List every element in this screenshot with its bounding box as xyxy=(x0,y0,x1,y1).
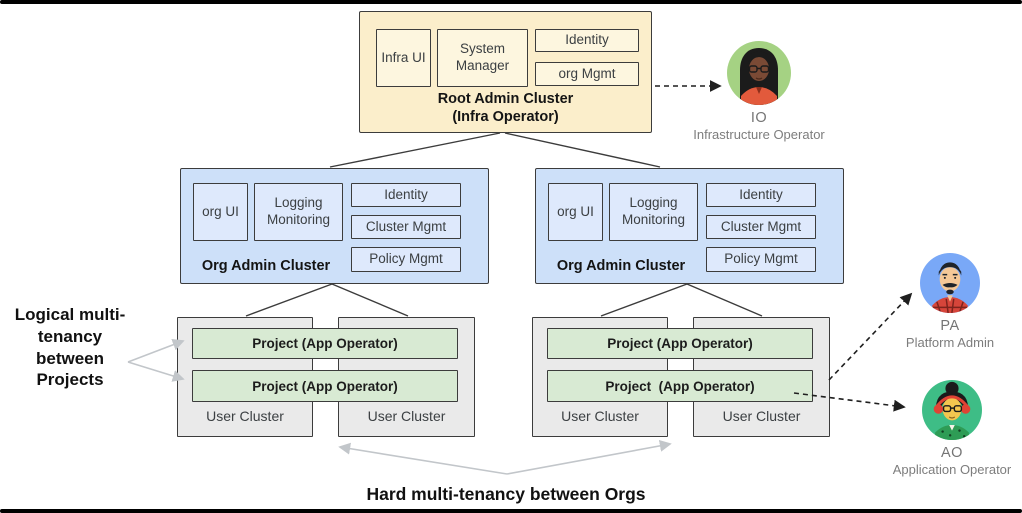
component-org-mgmt: org Mgmt xyxy=(535,62,639,86)
org-cluster-label: Org Admin Cluster xyxy=(201,257,331,274)
line-orgleft-to-user2 xyxy=(331,283,409,317)
component-identity: Identity xyxy=(535,29,639,52)
root-cluster-label-line2: (Infra Operator) xyxy=(452,108,559,125)
project-bar: Project (App Operator) xyxy=(192,328,458,359)
persona-application-operator: AO Application Operator xyxy=(862,380,1022,477)
ao-avatar-icon xyxy=(922,380,982,440)
pa-avatar-icon xyxy=(920,253,980,313)
arrow-label-to-project1 xyxy=(127,339,185,363)
persona-initials: IO xyxy=(750,110,768,126)
component-cluster-mgmt: Cluster Mgmt xyxy=(351,215,461,239)
component-cluster-mgmt: Cluster Mgmt xyxy=(706,215,816,239)
project-bar: Project (App Operator) xyxy=(547,328,813,359)
component-policy-mgmt: Policy Mgmt xyxy=(706,247,816,272)
persona-role: Platform Admin xyxy=(905,335,995,350)
root-cluster-label-line1: Root Admin Cluster xyxy=(437,90,574,107)
arrow-hard-tenancy-right xyxy=(506,439,672,475)
component-org-ui: org UI xyxy=(193,183,248,241)
line-root-to-org-left xyxy=(329,132,501,168)
root-admin-cluster: Infra UI System Manager Identity org Mgm… xyxy=(359,11,652,133)
line-orgleft-to-user1 xyxy=(245,283,333,317)
bottom-letterbox-bar xyxy=(0,509,1022,513)
arrow-label-to-project2 xyxy=(127,361,185,382)
component-identity: Identity xyxy=(351,183,461,207)
component-logging-monitoring: Logging Monitoring xyxy=(609,183,698,241)
persona-infrastructure-operator: IO Infrastructure Operator xyxy=(669,41,849,142)
logical-tenancy-label: Logical multi-tenancy between Projects xyxy=(14,305,126,390)
org-admin-cluster-right: org UI Logging Monitoring Identity Clust… xyxy=(535,168,844,284)
persona-role: Application Operator xyxy=(892,462,1012,477)
persona-platform-admin: PA Platform Admin xyxy=(860,253,1022,350)
component-system-manager: System Manager xyxy=(437,29,528,87)
component-policy-mgmt: Policy Mgmt xyxy=(351,247,461,272)
line-orgright-to-user3 xyxy=(600,283,688,317)
root-cluster-label: Root Admin Cluster (Infra Operator) xyxy=(360,90,651,126)
line-root-to-org-right xyxy=(504,132,661,168)
component-identity: Identity xyxy=(706,183,816,207)
component-infra-ui: Infra UI xyxy=(376,29,431,87)
io-avatar-icon xyxy=(727,41,791,105)
project-bar: Project (App Operator) xyxy=(547,370,813,402)
component-org-ui: org UI xyxy=(548,183,603,241)
top-letterbox-bar xyxy=(0,0,1022,4)
persona-initials: PA xyxy=(940,318,960,334)
persona-initials: AO xyxy=(941,445,963,461)
project-bar: Project (App Operator) xyxy=(192,370,458,402)
component-logging-monitoring: Logging Monitoring xyxy=(254,183,343,241)
org-admin-cluster-left: org UI Logging Monitoring Identity Clust… xyxy=(180,168,489,284)
line-orgright-to-user4 xyxy=(686,283,763,317)
org-cluster-label: Org Admin Cluster xyxy=(556,257,686,274)
arrow-hard-tenancy-left xyxy=(338,442,508,475)
hard-tenancy-label: Hard multi-tenancy between Orgs xyxy=(366,484,646,504)
persona-role: Infrastructure Operator xyxy=(693,127,825,142)
